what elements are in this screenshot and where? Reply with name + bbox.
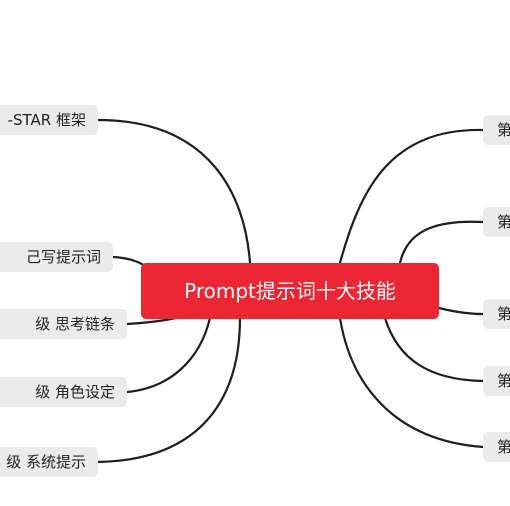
connector-left-5: [96, 316, 242, 464]
connector-right-3: [437, 306, 485, 316]
right-node-label: 第: [497, 305, 510, 323]
right-node-2[interactable]: 第: [483, 207, 510, 237]
right-node-3[interactable]: 第: [483, 299, 510, 329]
right-node-5[interactable]: 第: [483, 432, 510, 462]
right-node-label: 第: [497, 372, 510, 390]
left-node-4[interactable]: 级 角色设定: [0, 377, 127, 407]
connector-right-4: [383, 316, 485, 383]
left-node-label: 己写提示词: [25, 248, 101, 266]
connector-right-5: [338, 316, 485, 449]
central-topic[interactable]: Prompt提示词十大技能: [141, 263, 439, 319]
left-node-5[interactable]: 级 系统提示: [0, 447, 98, 477]
right-node-label: 第: [497, 213, 510, 231]
connector-right-2: [398, 220, 485, 265]
connector-left-4: [125, 316, 212, 394]
connector-right-1: [338, 128, 485, 265]
left-node-3[interactable]: 级 思考链条: [0, 309, 127, 339]
right-node-label: 第: [497, 121, 510, 139]
left-node-label: 级 角色设定: [35, 383, 115, 401]
right-node-1[interactable]: 第: [483, 115, 510, 145]
connector-left-1: [96, 118, 252, 265]
right-node-label: 第: [497, 438, 510, 456]
left-node-1[interactable]: -STAR 框架: [0, 105, 98, 135]
left-node-label: 级 思考链条: [35, 315, 115, 333]
left-node-2[interactable]: 己写提示词: [0, 242, 113, 272]
left-node-label: -STAR 框架: [7, 111, 86, 129]
left-node-label: 级 系统提示: [6, 453, 86, 471]
right-node-4[interactable]: 第: [483, 366, 510, 396]
